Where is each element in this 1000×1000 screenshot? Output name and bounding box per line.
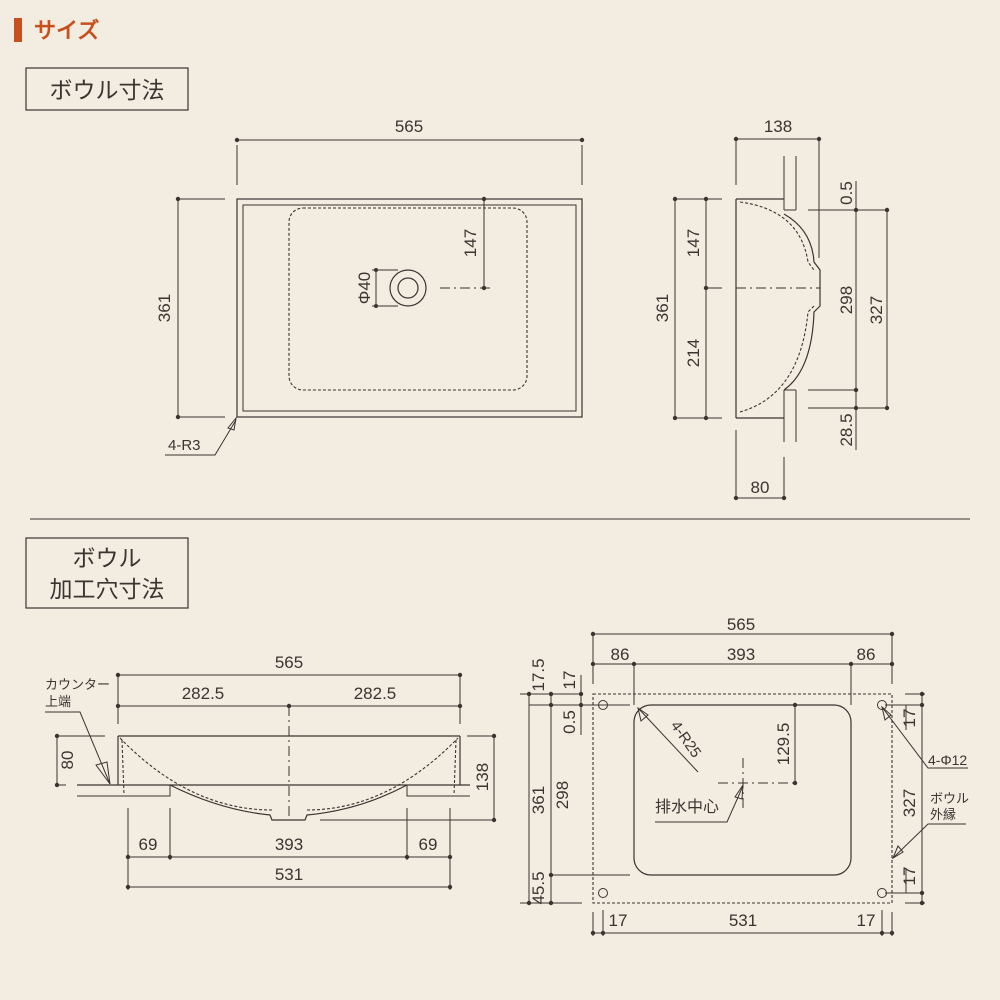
dim-cutout-width: 565 [727,615,755,634]
dim-side-214: 214 [684,339,703,367]
dim-left-86: 86 [611,645,630,664]
dim-section-height: 138 [473,763,492,791]
dim-top-17: 17 [560,671,579,690]
section-label-box [25,67,189,111]
dim-half-right: 282.5 [354,684,397,703]
dim-bottom-531: 531 [729,911,757,930]
dim-side-298: 298 [837,286,856,314]
dim-depth: 361 [155,294,174,322]
label-counter-top-1: カウンター [45,678,110,693]
header-accent-bar [14,18,22,42]
section-view: 565 282.5 282.5 80 138 カウンター 上端 69 393 6… [45,653,497,890]
label-bowl-outer-edge-2: 外縁 [930,807,956,823]
dim-bottom-17-right: 17 [857,911,876,930]
dim-side-327: 327 [867,296,886,324]
label-drain-center: 排水中心 [655,797,719,816]
section-title-bowl-dimensions: ボウル寸法 [50,78,165,104]
section-title-cutout-2: 加工穴寸法 [50,577,165,603]
dim-cutout-393: 393 [727,645,755,664]
dim-cutout-298: 298 [553,781,572,809]
dim-right-17-bottom: 17 [900,867,919,886]
dim-right-327: 327 [900,789,919,817]
dim-height: 138 [764,117,792,136]
dim-right-69: 69 [419,835,438,854]
page-title: サイズ [34,18,99,44]
dim-section-width: 565 [275,653,303,672]
dim-cutout-0-5: 0.5 [560,710,579,734]
dim-side-28-5: 28.5 [837,413,856,446]
section-label-box-2 [25,537,189,609]
label-counter-top-2: 上端 [45,695,71,710]
dim-width: 565 [395,117,423,136]
dim-drain-offset: 147 [461,229,480,257]
dim-45-5: 45.5 [529,871,548,904]
dim-right-17-top: 17 [900,709,919,728]
side-view: 138 361 147 214 0.5 298 327 28.5 80 [653,117,890,501]
dim-side-147: 147 [684,229,703,257]
label-bowl-outer-edge-1: ボウル [930,792,969,807]
dim-half-left: 282.5 [182,684,225,703]
dim-total-531: 531 [275,865,303,884]
dim-129-5: 129.5 [774,723,793,766]
dim-drain-diameter: Φ40 [355,272,374,304]
dim-side-0-5: 0.5 [837,181,856,205]
dim-above-counter: 80 [58,751,77,770]
dim-side-361: 361 [653,294,672,322]
dim-side-80: 80 [751,478,770,497]
dim-left-69: 69 [139,835,158,854]
section-title-cutout-1: ボウル [73,546,142,572]
label-mounting-holes: 4-Φ12 [928,752,967,768]
dim-17-5: 17.5 [529,658,548,691]
label-corner-radius: 4-R3 [168,437,201,454]
label-corner-radius-25: 4-R25 [667,718,704,761]
dim-mid-393: 393 [275,835,303,854]
cutout-view: 565 86 393 86 17.5 17 0.5 361 298 45.5 1… [520,615,969,936]
plan-view: 565 361 147 Φ40 4-R3 [155,117,585,456]
dim-right-86: 86 [857,645,876,664]
dim-cutout-361: 361 [529,786,548,814]
dim-bottom-17-left: 17 [609,911,628,930]
